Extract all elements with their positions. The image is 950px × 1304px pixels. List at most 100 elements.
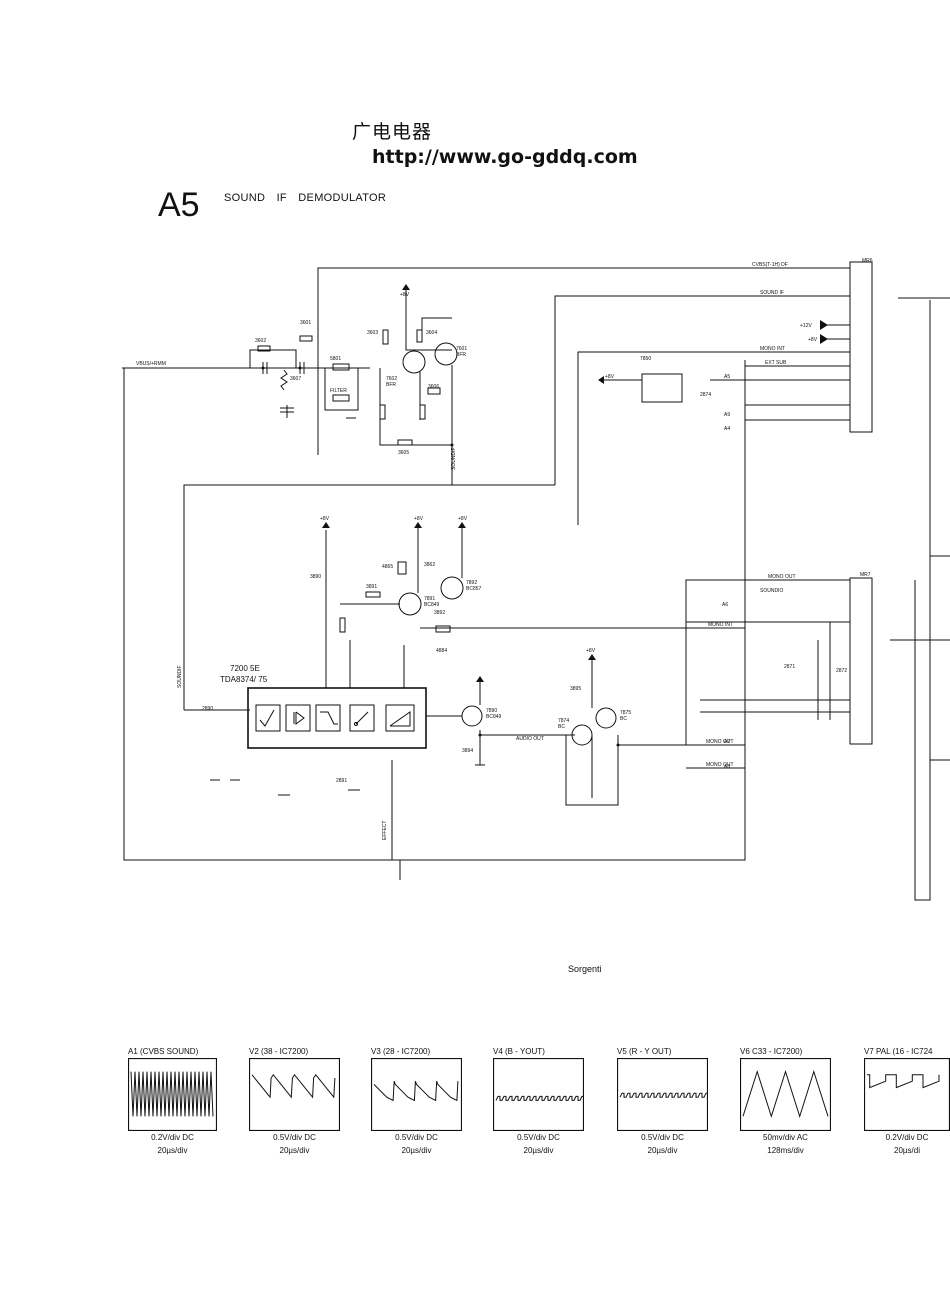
r3-ref: 3603 bbox=[367, 330, 378, 336]
scope-scale: 0.5V/div DC bbox=[517, 1133, 560, 1142]
scope-frame bbox=[371, 1058, 462, 1131]
scope-timebase: 20µs/div bbox=[157, 1146, 188, 1155]
net-mono-int2: MONO INT bbox=[708, 622, 733, 628]
scope-timebase: 20µs/di bbox=[894, 1146, 920, 1155]
wire-soundif bbox=[554, 295, 850, 485]
net-8v-b: +8V bbox=[400, 292, 410, 298]
ic-code: 7200 5E bbox=[230, 664, 260, 673]
net-ext-sub: EXT SUB bbox=[765, 360, 787, 366]
label-conn-mr7: MR7 bbox=[860, 572, 871, 578]
net-8v-d: +8V bbox=[320, 516, 330, 522]
scope-waveform bbox=[742, 1069, 829, 1119]
net-soundif-v2: SOUNDIF bbox=[177, 666, 183, 689]
t2-type: BFR bbox=[386, 382, 396, 388]
scope-screen bbox=[493, 1058, 584, 1131]
scope-frame bbox=[249, 1058, 340, 1131]
t1-ref: 7601 bbox=[456, 346, 467, 352]
caption-sorgenti: Sorgenti bbox=[568, 964, 602, 974]
scope-waveform bbox=[130, 1071, 214, 1117]
net-8v-f: +8V bbox=[458, 516, 468, 522]
scope-timebase: 20µs/div bbox=[647, 1146, 678, 1155]
scope-screen bbox=[371, 1058, 462, 1131]
label-a8: A8 bbox=[724, 764, 730, 770]
c1-ref: 2871 bbox=[784, 664, 795, 670]
scope-waveform bbox=[251, 1073, 336, 1099]
scope-title: V2 (38 - IC7200) bbox=[249, 1047, 309, 1056]
t3-ref: 7891 bbox=[424, 596, 435, 602]
scope-frame bbox=[740, 1058, 831, 1131]
label-a5: A5 bbox=[724, 374, 730, 380]
net-soundif: SOUND IF bbox=[760, 290, 784, 296]
scope-screen bbox=[864, 1058, 950, 1131]
r24-ref: 4884 bbox=[436, 648, 447, 654]
section-title: SOUND IF DEMODULATOR bbox=[224, 192, 387, 204]
scope-scale: 0.5V/div DC bbox=[395, 1133, 438, 1142]
r23-ref: 3892 bbox=[434, 610, 445, 616]
scope-frame bbox=[493, 1058, 584, 1131]
scope-timebase: 20µs/div bbox=[279, 1146, 310, 1155]
scope-timebase: 128ms/div bbox=[767, 1146, 804, 1155]
t6-ref: 7874 bbox=[558, 718, 569, 724]
r2-ref: 3602 bbox=[255, 338, 266, 344]
scope-screen bbox=[617, 1058, 708, 1131]
scope-frame bbox=[864, 1058, 950, 1131]
scope-screen bbox=[128, 1058, 217, 1131]
ic-tda8374 bbox=[247, 687, 427, 749]
scope-title: V5 (R - Y OUT) bbox=[617, 1047, 672, 1056]
c2-ref: 2872 bbox=[836, 668, 847, 674]
scope-title: A1 (CVBS SOUND) bbox=[128, 1047, 199, 1056]
label-a6: A6 bbox=[722, 602, 728, 608]
t4-ref: 7892 bbox=[466, 580, 477, 586]
scope-screen bbox=[249, 1058, 340, 1131]
scope-scale: 0.5V/div DC bbox=[273, 1133, 316, 1142]
l1-ref: 5801 bbox=[330, 356, 341, 362]
r21-ref: 3890 bbox=[310, 574, 321, 580]
scope-title: V4 (B - YOUT) bbox=[493, 1047, 545, 1056]
wire-soundif-down bbox=[183, 484, 555, 710]
net-mono-int: MONO INT bbox=[760, 346, 785, 352]
r4-ref: 3604 bbox=[426, 330, 437, 336]
reg-ref: 7850 bbox=[640, 356, 651, 362]
scope-frame bbox=[617, 1058, 708, 1131]
net-soundio: SOUNDIO bbox=[760, 588, 783, 594]
t6-type: BC bbox=[558, 724, 565, 730]
r22-ref: 3891 bbox=[366, 584, 377, 590]
net-8v-c: +8V bbox=[605, 374, 615, 380]
label-a4: A4 bbox=[724, 426, 730, 432]
net-audio-out: AUDIO OUT bbox=[516, 736, 544, 742]
net-12v: +12V bbox=[800, 323, 812, 329]
net-8v-e: +8V bbox=[414, 516, 424, 522]
r6-ref: 3606 bbox=[428, 384, 439, 390]
schematic-diagram: CVBS(T-1H) DF SOUND IF VBUS/+RMM +12V +8… bbox=[122, 258, 950, 901]
wire-mono-int bbox=[577, 351, 850, 525]
c4-ref: 2890 bbox=[202, 706, 213, 712]
t7-ref: 7875 bbox=[620, 710, 631, 716]
scope-title: V7 PAL (16 - IC724 bbox=[864, 1047, 933, 1056]
wire-cvbs bbox=[317, 267, 850, 455]
scope-scale: 0.2V/div DC bbox=[151, 1133, 194, 1142]
scope-scale: 0.5V/div DC bbox=[641, 1133, 684, 1142]
t3-type: BC849 bbox=[424, 602, 440, 608]
scope-waveform bbox=[867, 1074, 940, 1089]
scope-waveform bbox=[373, 1081, 459, 1102]
t1-type: BFR bbox=[456, 352, 466, 358]
net-8v-g: +8V bbox=[586, 648, 596, 654]
connector-mr6 bbox=[849, 261, 873, 433]
chinese-header: 广电电器 bbox=[352, 121, 433, 143]
r1-ref: 3601 bbox=[300, 320, 311, 326]
scope-timebase: 20µs/div bbox=[401, 1146, 432, 1155]
scope-waveform bbox=[495, 1095, 584, 1101]
r10-ref: 3862 bbox=[424, 562, 435, 568]
scope-waveform bbox=[619, 1092, 708, 1098]
scope-scale: 0.2V/div DC bbox=[885, 1133, 929, 1142]
label-a7: A7 bbox=[724, 739, 730, 745]
net-vbus: VBUS/+RMM bbox=[136, 361, 166, 367]
ic-part: TDA8374/ 75 bbox=[220, 675, 268, 684]
website-url[interactable]: http://www.go-gddq.com bbox=[372, 146, 638, 168]
connector-mr7 bbox=[849, 577, 873, 745]
t2-ref: 7602 bbox=[386, 376, 397, 382]
t4-type: BC857 bbox=[466, 586, 482, 592]
t7-type: BC bbox=[620, 716, 627, 722]
net-soundif-v: SOUNDIF bbox=[451, 448, 457, 471]
